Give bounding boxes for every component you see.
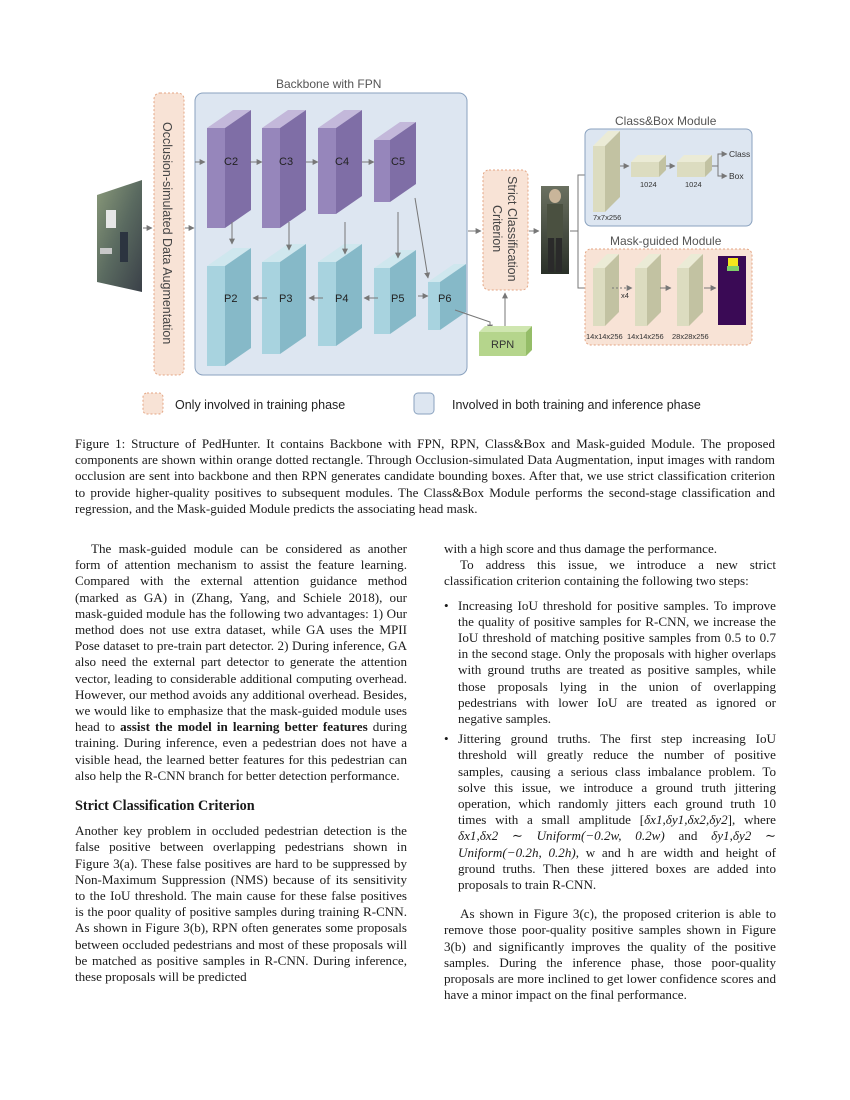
c-block-1	[207, 110, 251, 228]
legend-training-label: Only involved in training phase	[175, 398, 345, 412]
input-image	[97, 180, 142, 292]
p-label-4: P5	[391, 293, 404, 305]
left-column: The mask-guided module can be considered…	[75, 541, 407, 985]
classbox-dim-1: 7x7x256	[593, 213, 621, 222]
c-label-1: C2	[224, 156, 238, 168]
strict-label-1: Strict Classification	[505, 176, 519, 282]
fc-layer-2	[677, 155, 712, 177]
backbone-title: Backbone with FPN	[276, 77, 381, 91]
paragraph-figure3c: As shown in Figure 3(c), the proposed cr…	[444, 906, 776, 1003]
paragraph-mask-guided: The mask-guided module can be considered…	[75, 541, 407, 783]
figure-caption: Figure 1: Structure of PedHunter. It con…	[75, 436, 775, 516]
p-block-2	[262, 244, 306, 354]
rpn-label: RPN	[491, 339, 514, 351]
fc-layer-1	[631, 155, 666, 177]
x4-label: x4	[621, 291, 629, 300]
strict-label-2: Criterion	[490, 205, 504, 252]
mask-conv-1	[593, 254, 619, 326]
c-block-3	[318, 110, 362, 214]
p-label-1: P2	[224, 293, 237, 305]
architecture-figure: Occlusion-simulated Data Augmentation Ba…	[97, 77, 753, 415]
head-mask-output	[718, 256, 746, 325]
bullet-icon: •	[444, 731, 449, 747]
emphasis-text: assist the model in learning better feat…	[120, 719, 368, 735]
p-block-3	[318, 244, 362, 346]
paragraph-false-positive: Another key problem in occluded pedestri…	[75, 823, 407, 985]
c-block-2	[262, 110, 306, 228]
classbox-dim-2: 1024	[640, 180, 657, 189]
augmentation-label: Occlusion-simulated Data Augmentation	[160, 122, 174, 344]
p-label-3: P4	[335, 293, 348, 305]
p-label-5: P6	[438, 293, 451, 305]
c-label-4: C5	[391, 156, 405, 168]
legend-both-swatch	[413, 392, 435, 415]
p-label-2: P3	[279, 293, 292, 305]
section-heading-strict-classification: Strict Classification Criterion	[75, 798, 255, 815]
mask-conv-2	[635, 254, 661, 326]
bullet-icon: •	[444, 597, 449, 613]
c-label-3: C4	[335, 156, 349, 168]
c-block-4	[374, 122, 416, 202]
mask-deconv	[677, 254, 703, 326]
box-output-label: Box	[729, 171, 744, 181]
mask-dim-2: 14x14x256	[627, 332, 664, 341]
mask-box	[584, 248, 753, 346]
legend-both-label: Involved in both training and inference …	[452, 398, 701, 412]
p-block-4	[374, 250, 416, 334]
mask-dim-3: 28x28x256	[672, 332, 709, 341]
list-item: •Jittering ground truths. The first step…	[444, 731, 777, 893]
rpn-block: RPN	[479, 326, 532, 356]
p-block-1	[207, 248, 251, 366]
legend-training-swatch	[142, 392, 164, 415]
right-column: with a high score and thus damage the pe…	[444, 541, 776, 1003]
strict-criterion-box	[482, 169, 529, 291]
c-label-2: C3	[279, 156, 293, 168]
classbox-box	[584, 128, 753, 227]
paragraph-intro-criterion: To address this issue, we introduce a ne…	[444, 557, 776, 589]
p-block-5	[428, 264, 466, 330]
classbox-dim-3: 1024	[685, 180, 702, 189]
paragraph-continuation: with a high score and thus damage the pe…	[444, 541, 718, 556]
classbox-roi-feature	[593, 131, 620, 212]
criterion-steps-list: •Increasing IoU threshold for positive s…	[444, 598, 776, 894]
mask-title: Mask-guided Module	[610, 234, 722, 248]
augmentation-box	[153, 92, 185, 376]
pedestrian-crop	[541, 186, 569, 274]
list-item: •Increasing IoU threshold for positive s…	[444, 597, 776, 727]
class-output-label: Class	[729, 149, 750, 159]
classbox-title: Class&Box Module	[615, 114, 717, 128]
mask-dim-1: 14x14x256	[586, 332, 623, 341]
